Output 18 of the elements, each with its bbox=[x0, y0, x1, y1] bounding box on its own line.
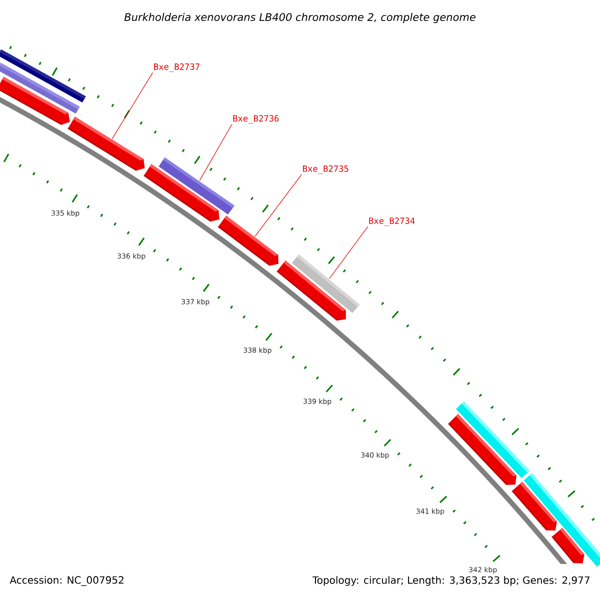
gene-label: Bxe_B2736 bbox=[233, 115, 279, 124]
title: Burkholderia xenovorans LB400 chromosome 2, complete genome bbox=[124, 12, 476, 24]
gene-label: Bxe_B2734 bbox=[369, 218, 415, 226]
gene-block bbox=[68, 116, 145, 171]
leader-line bbox=[329, 226, 368, 280]
accession-text: Accession: NC_007952 bbox=[10, 576, 124, 586]
gene-block bbox=[448, 414, 516, 485]
gene-block bbox=[0, 76, 70, 125]
leader-line bbox=[112, 72, 154, 140]
gene-label: Bxe_B2735 bbox=[303, 165, 348, 174]
gene-bar bbox=[292, 254, 360, 313]
leader-line bbox=[254, 174, 302, 237]
gene-bar bbox=[158, 157, 234, 215]
genome-info-text: Topology: circular; Length: 3,363,523 bp; Genes: 2,977 bbox=[312, 576, 590, 586]
gene-label: Bxe_B2737 bbox=[154, 63, 200, 72]
leader-line bbox=[199, 124, 232, 181]
gene-block bbox=[218, 216, 279, 266]
gene-block bbox=[552, 528, 584, 564]
